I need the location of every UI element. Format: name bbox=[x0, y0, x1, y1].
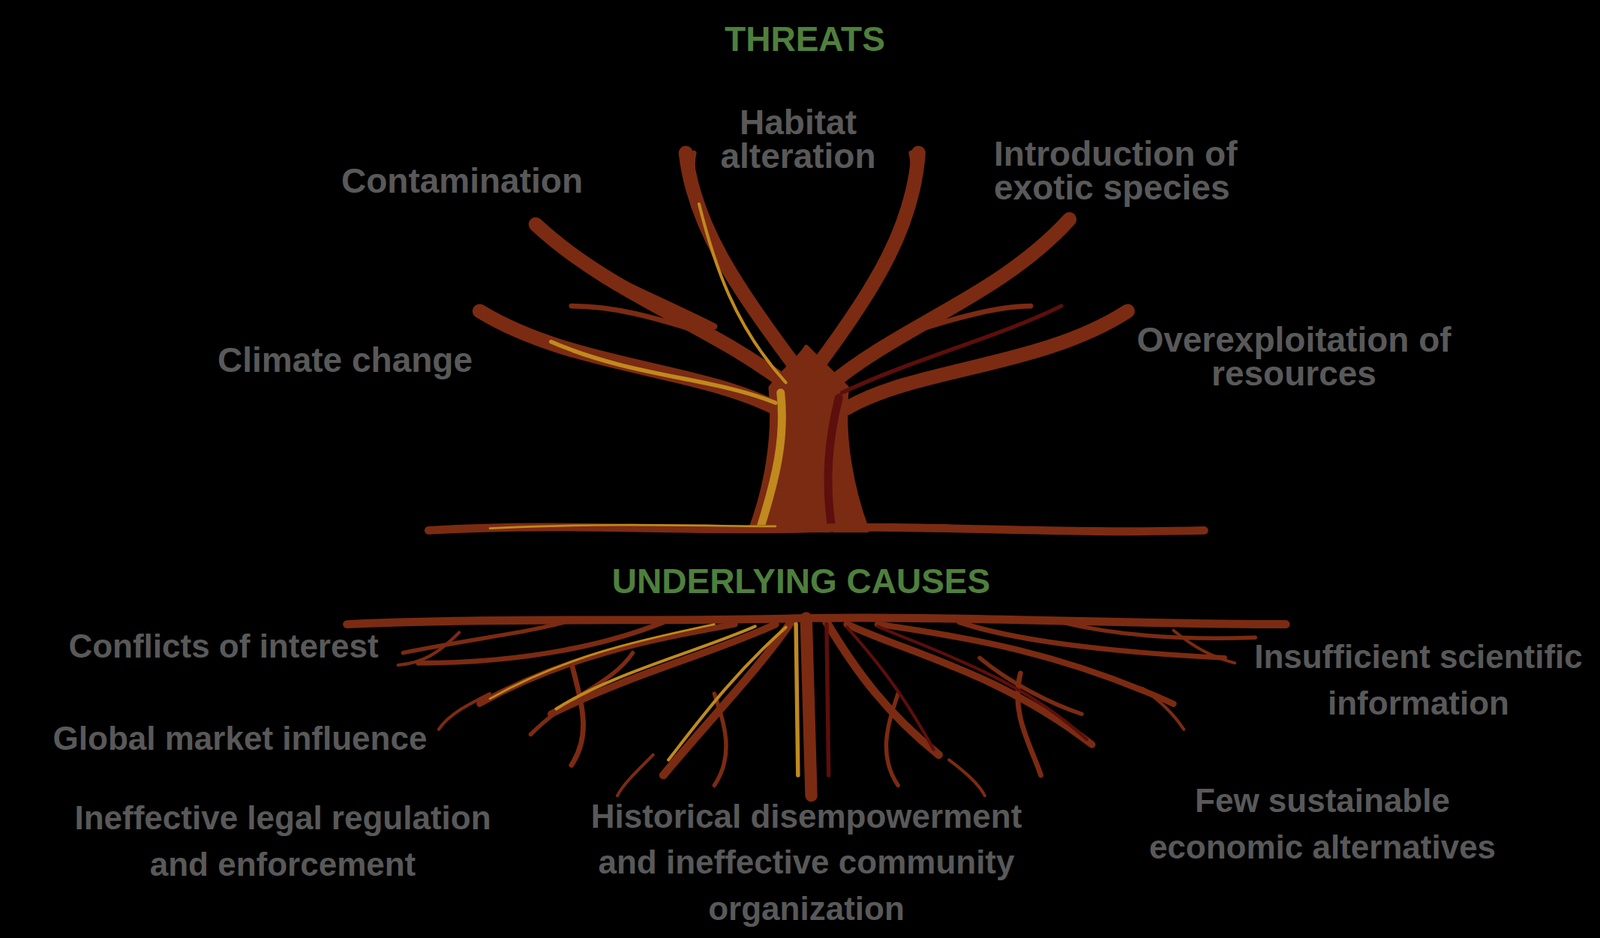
threat-label: Habitat alteration bbox=[696, 105, 900, 174]
cause-label: Global market influence bbox=[15, 720, 466, 757]
cause-label: Few sustainable economic alternatives bbox=[1131, 777, 1514, 871]
section-heading: THREATS bbox=[617, 20, 993, 59]
threat-label: Climate change bbox=[165, 341, 526, 380]
cause-label: Insufficient scientific information bbox=[1242, 633, 1595, 727]
cause-label: Ineffective legal regulation and enforce… bbox=[46, 795, 520, 888]
cause-label: Conflicts of interest bbox=[28, 628, 419, 665]
threat-label: Introduction of exotic species bbox=[993, 137, 1317, 205]
threat-label: Contamination bbox=[282, 162, 643, 201]
threat-label: Overexploitation of resources bbox=[1132, 323, 1456, 391]
section-heading: UNDERLYING CAUSES bbox=[538, 562, 1064, 601]
cause-label: Historical disempowerment and ineffectiv… bbox=[562, 793, 1051, 933]
